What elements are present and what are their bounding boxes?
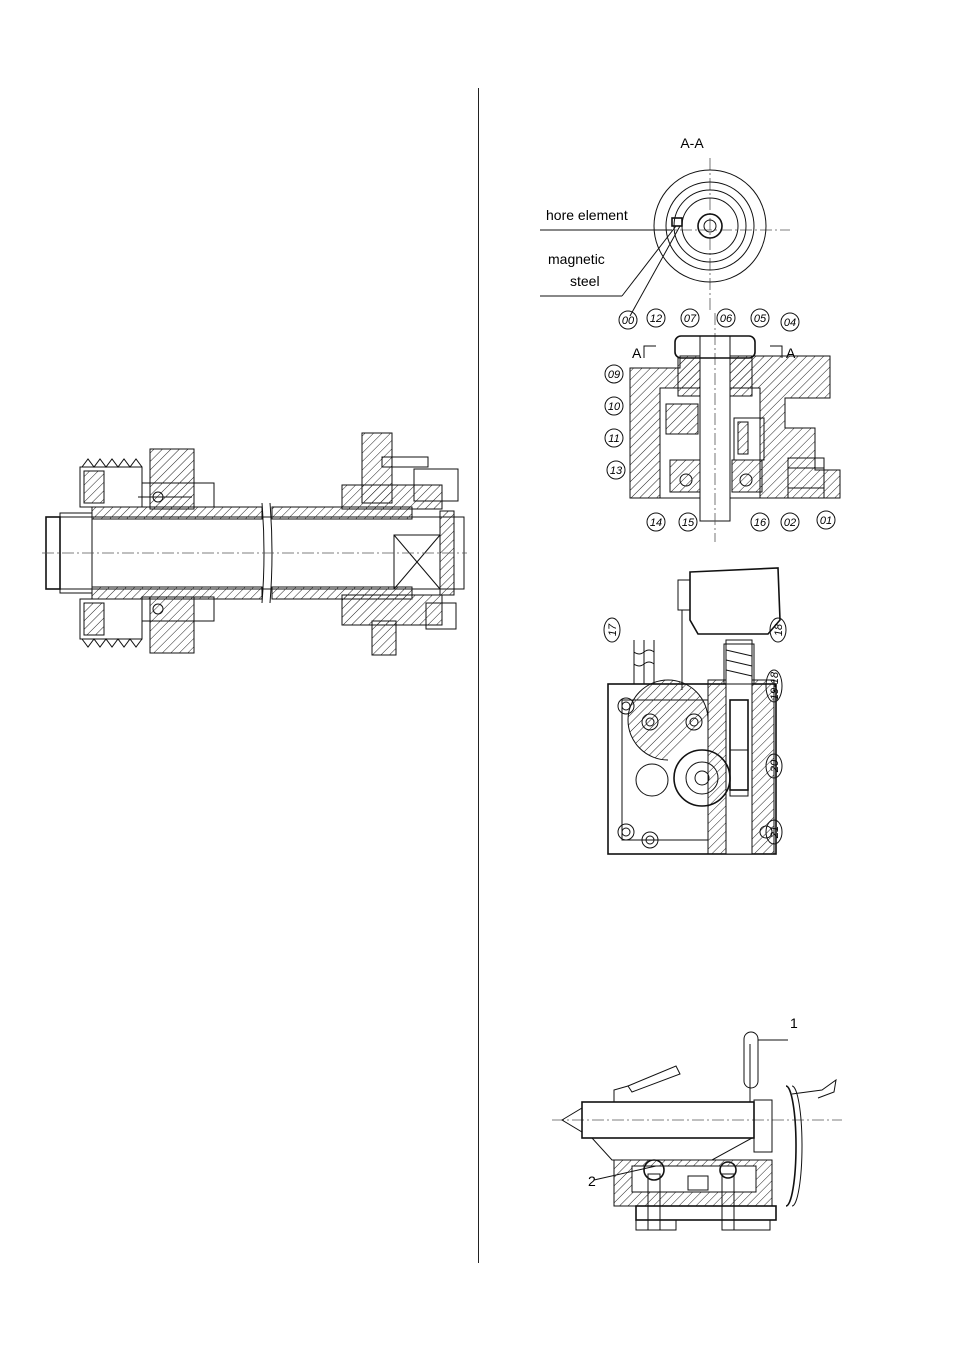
svg-text:10: 10 <box>608 401 621 413</box>
callout-06: 06 <box>717 309 735 327</box>
svg-text:04: 04 <box>784 317 796 329</box>
svg-text:12: 12 <box>650 313 662 325</box>
callout-1: 1 <box>790 1015 798 1031</box>
svg-text:20: 20 <box>769 759 781 773</box>
callout-14: 14 <box>647 513 665 531</box>
callout-01: 01 <box>817 511 835 529</box>
callout-17: 17 <box>604 618 620 642</box>
section-aa-figure: A-A hore element magnetic steel <box>540 130 840 320</box>
callout-19-18: 19-18 <box>766 670 782 702</box>
callout-07: 07 <box>681 309 699 327</box>
callout-00: 00 <box>619 311 637 329</box>
svg-text:15: 15 <box>682 517 695 529</box>
magnetic-steel-label-line2: steel <box>570 273 600 289</box>
section-mark-left: A <box>632 345 642 361</box>
svg-text:07: 07 <box>684 313 697 325</box>
sensor-section-figure: A A 00 12 07 06 05 04 09 10 11 13 14 15 … <box>600 308 850 542</box>
svg-text:16: 16 <box>754 517 767 529</box>
callout-16: 16 <box>751 513 769 531</box>
svg-text:19-18: 19-18 <box>769 671 781 700</box>
callout-2: 2 <box>588 1173 596 1189</box>
callout-02: 02 <box>781 513 799 531</box>
svg-text:17: 17 <box>607 623 619 636</box>
callout-13: 13 <box>607 461 625 479</box>
section-aa-title: A-A <box>680 135 704 151</box>
svg-text:05: 05 <box>754 313 767 325</box>
svg-text:14: 14 <box>650 517 662 529</box>
svg-text:09: 09 <box>608 369 620 381</box>
svg-text:18: 18 <box>773 623 785 636</box>
callout-04: 04 <box>781 313 799 331</box>
svg-text:21: 21 <box>769 826 781 839</box>
gearbox-figure: 17 18 19-18 20 21 <box>598 560 798 858</box>
callout-15: 15 <box>679 513 697 531</box>
hore-element-label: hore element <box>546 207 628 223</box>
spindle-assembly-drawing <box>42 425 467 657</box>
callout-10: 10 <box>605 397 623 415</box>
tailstock-figure: 1 2 <box>552 1010 842 1236</box>
callout-09: 09 <box>605 365 623 383</box>
svg-text:01: 01 <box>820 515 832 527</box>
svg-text:06: 06 <box>720 313 733 325</box>
callout-05: 05 <box>751 309 769 327</box>
spindle-figure <box>42 425 467 657</box>
svg-text:02: 02 <box>784 517 796 529</box>
column-divider <box>478 88 479 1263</box>
svg-text:13: 13 <box>610 465 623 477</box>
section-mark-right: A <box>786 345 796 361</box>
callout-11: 11 <box>605 429 623 447</box>
magnetic-steel-label-line1: magnetic <box>548 251 605 267</box>
svg-text:11: 11 <box>608 433 619 445</box>
callout-12: 12 <box>647 309 665 327</box>
svg-text:00: 00 <box>622 315 635 327</box>
